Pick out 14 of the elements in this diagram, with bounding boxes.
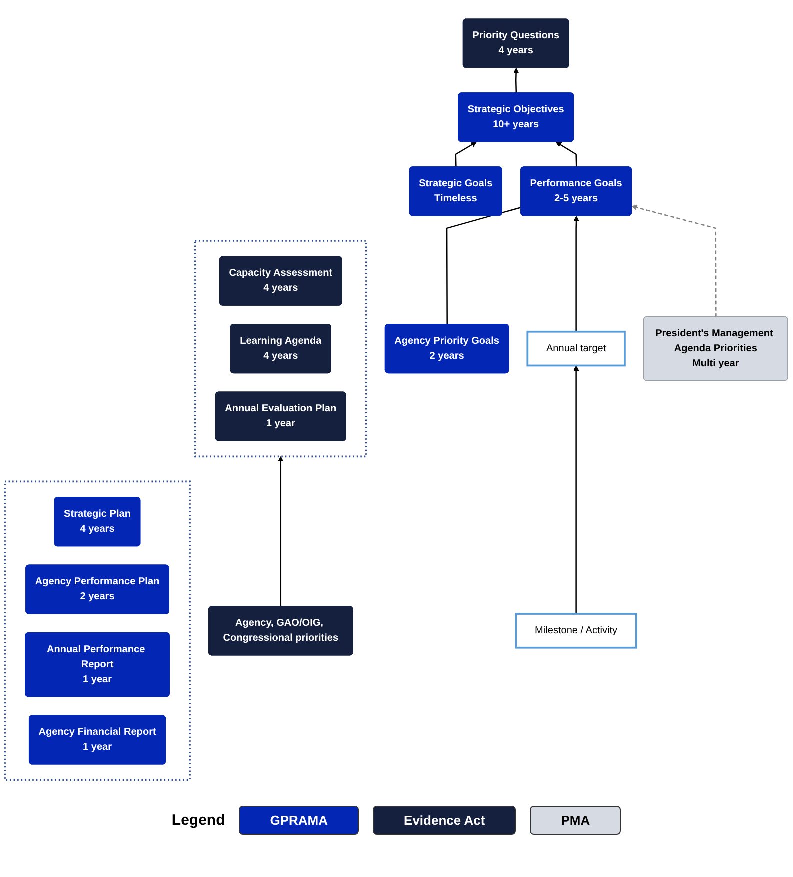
arrow	[574, 216, 580, 332]
arrow	[278, 456, 284, 607]
connector	[446, 207, 522, 326]
arrow	[514, 68, 520, 94]
legend-swatch: Evidence Act	[373, 806, 516, 835]
arrow	[632, 205, 717, 318]
node-box: Milestone / Activity	[515, 613, 638, 650]
arrow	[556, 142, 578, 168]
legend-swatch: PMA	[530, 806, 622, 835]
legend-title: Legend	[172, 812, 226, 829]
legend-swatch: GPRAMA	[239, 806, 360, 835]
arrow	[574, 366, 580, 614]
node-box: Annual target	[526, 331, 626, 368]
arrow	[455, 142, 477, 168]
